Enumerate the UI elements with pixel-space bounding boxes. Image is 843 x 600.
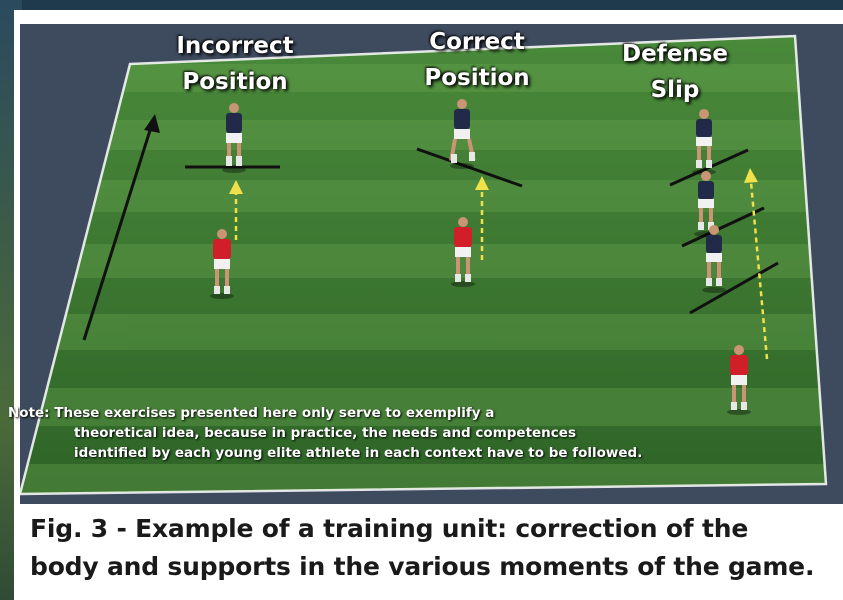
attacker-player: [210, 229, 234, 299]
defender-player: [449, 99, 476, 169]
note-text: Note: These exercises presented here onl…: [0, 403, 760, 463]
label-correct-position: Correct Position: [424, 29, 530, 91]
pass-direction-arrow: [744, 168, 769, 360]
defender-player: [222, 103, 246, 173]
pass-direction-arrow: [475, 176, 489, 260]
attacker-player: [451, 217, 475, 287]
support-line-slip-2: [681, 206, 765, 248]
label-defense-slip: Defense Slip: [622, 41, 728, 103]
attack-direction-arrow: [82, 114, 160, 341]
attacker-player: [727, 345, 751, 415]
pitch-diagram: [20, 34, 828, 496]
note-line-3: identified by each young elite athlete i…: [74, 445, 643, 461]
support-line-slip-3: [689, 261, 779, 315]
figure-caption: Fig. 3 - Example of a training unit: cor…: [30, 514, 815, 581]
note-line-1: Note: These exercises presented here onl…: [8, 405, 495, 421]
pass-direction-arrow: [229, 180, 243, 240]
training-scene: Incorrect Position Correct Position Defe…: [20, 24, 843, 504]
note-line-2: theoretical idea, because in practice, t…: [74, 425, 576, 441]
pitch-boundary: [20, 34, 828, 496]
label-incorrect-position: Incorrect Position: [176, 33, 294, 95]
pitch-surface: [20, 36, 826, 494]
support-line-correct: [416, 147, 523, 188]
defender-player: [702, 225, 726, 293]
